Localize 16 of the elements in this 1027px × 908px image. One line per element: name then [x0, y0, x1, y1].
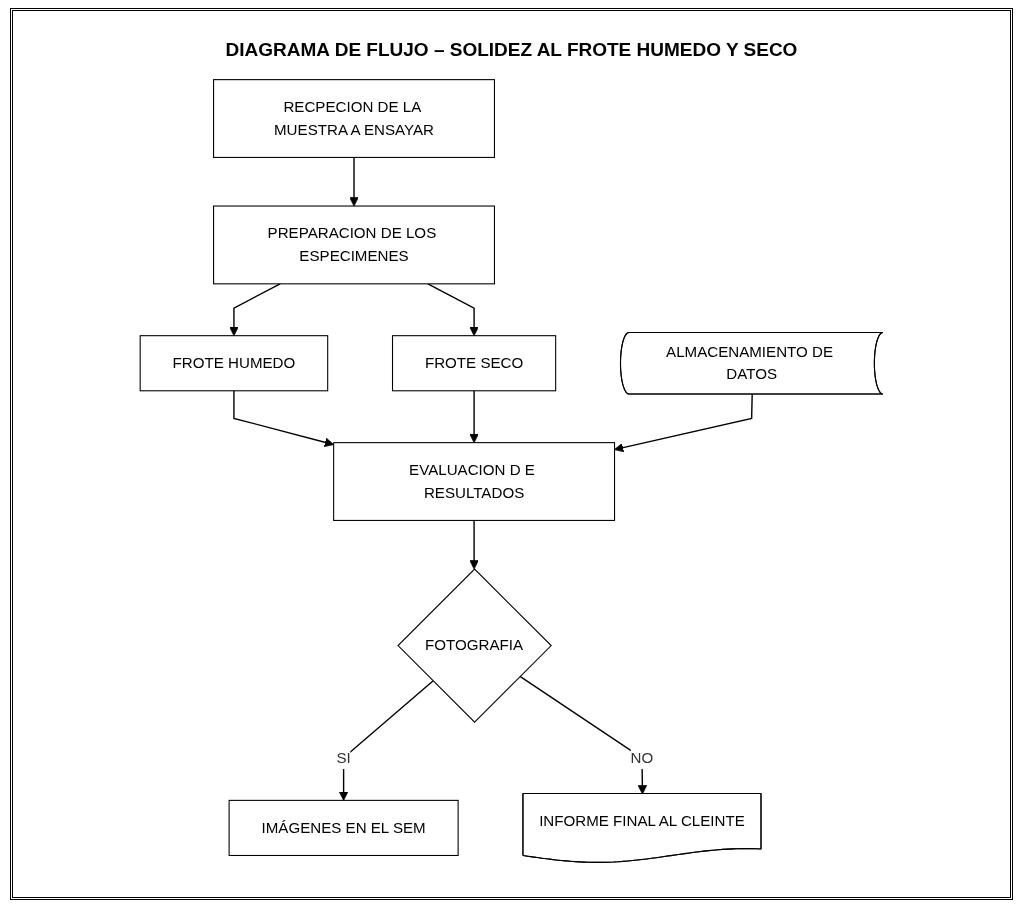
node-diamond: FOTOGRAFIA [397, 568, 552, 723]
arrow [229, 283, 281, 337]
node-box: EVALUACION D E RESULTADOS [333, 442, 616, 521]
edge-label: NO [630, 748, 654, 766]
arrow [469, 519, 479, 570]
node-box: FROTE SECO [391, 335, 557, 392]
arrow [427, 283, 479, 337]
node-box: RECPECION DE LA MUESTRA A ENSAYAR [213, 79, 495, 158]
edge-label: SI [336, 748, 351, 766]
diagram-title: DIAGRAMA DE FLUJO – SOLIDEZ AL FROTE HUMEDO Y SECO [224, 39, 799, 61]
node-box: PREPARACION DE LOS ESPECIMENES [213, 205, 495, 285]
arrow [349, 156, 359, 207]
arrow [469, 390, 479, 444]
arrow [338, 680, 434, 801]
node-box: IMÁGENES EN EL SEM [228, 799, 459, 856]
node-box: FROTE HUMEDO [139, 335, 329, 392]
